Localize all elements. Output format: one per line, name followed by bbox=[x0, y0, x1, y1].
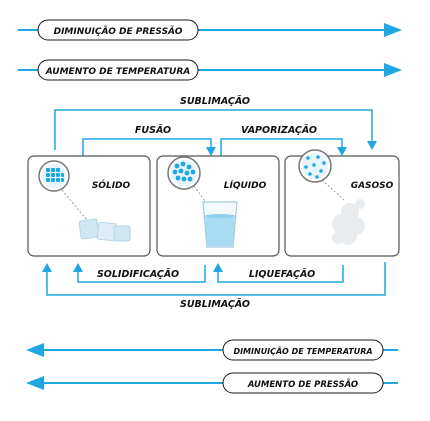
steam-cloud-icon bbox=[332, 199, 365, 245]
label-pill bbox=[222, 339, 384, 361]
arrow-head-up-icon bbox=[213, 263, 223, 272]
bottom-arrow-label-1: DIMINUIÇÃO DE TEMPERATURA bbox=[233, 346, 372, 356]
arrow-head-left-icon bbox=[26, 376, 44, 390]
water-glass-icon bbox=[202, 201, 238, 248]
state-box-solid: SÓLIDO bbox=[27, 155, 151, 257]
state-label-solid: SÓLIDO bbox=[92, 179, 131, 191]
arrow-head-down-icon bbox=[367, 141, 377, 150]
liquefaction-path bbox=[217, 265, 344, 283]
fusion-label: FUSÃO bbox=[135, 125, 171, 136]
state-box-gas: GASOSO bbox=[284, 149, 400, 257]
solid-particles-icon bbox=[38, 160, 70, 192]
bottom-arrow-label-2: AUMENTO DE PRESSÃO bbox=[247, 379, 358, 390]
bottom-arrow-pressure-increase: AUMENTO DE PRESSÃO bbox=[26, 372, 398, 394]
solidification-path bbox=[77, 265, 206, 283]
state-box-liquid: LÍQUIDO bbox=[156, 155, 280, 257]
vaporization-label: VAPORIZAÇÃO bbox=[241, 125, 317, 136]
solidification-label: SOLIDIFICAÇÃO bbox=[97, 269, 179, 280]
arrow-head-right-icon bbox=[384, 23, 402, 37]
sublimation-top-path bbox=[54, 109, 373, 150]
ice-cubes-icon bbox=[78, 218, 131, 242]
liquid-particles-icon bbox=[167, 156, 201, 190]
gas-particles-icon bbox=[298, 149, 332, 183]
sublimation-top-label: SUBLIMAÇÃO bbox=[180, 96, 250, 107]
label-pill bbox=[37, 19, 199, 41]
top-arrow-temperature-increase: AUMENTO DE TEMPERATURA bbox=[18, 59, 402, 81]
sublimation-bottom-path bbox=[46, 262, 386, 296]
label-pill bbox=[37, 59, 199, 81]
arrow-head-down-icon bbox=[206, 147, 216, 156]
arrow-head-down-icon bbox=[337, 147, 347, 156]
state-label-liquid: LÍQUIDO bbox=[224, 179, 267, 191]
vaporization-path bbox=[220, 138, 343, 158]
top-arrow-label-1: DIMINUIÇÃO DE PRESSÃO bbox=[54, 26, 183, 37]
label-pill bbox=[222, 372, 384, 394]
arrow-head-up-icon bbox=[42, 263, 52, 272]
fusion-path bbox=[82, 138, 212, 158]
arrow-head-left-icon bbox=[26, 343, 44, 357]
top-arrow-label-2: AUMENTO DE TEMPERATURA bbox=[45, 67, 191, 77]
liquefaction-label: LIQUEFAÇÃO bbox=[249, 269, 315, 280]
bottom-arrow-temperature-decrease: DIMINUIÇÃO DE TEMPERATURA bbox=[26, 339, 398, 361]
top-arrow-pressure-decrease: DIMINUIÇÃO DE PRESSÃO bbox=[18, 19, 402, 41]
state-label-gas: GASOSO bbox=[351, 181, 394, 191]
sublimation-bottom-label: SUBLIMAÇÃO bbox=[180, 299, 250, 310]
arrow-head-up-icon bbox=[73, 263, 83, 272]
arrow-head-right-icon bbox=[384, 63, 402, 77]
